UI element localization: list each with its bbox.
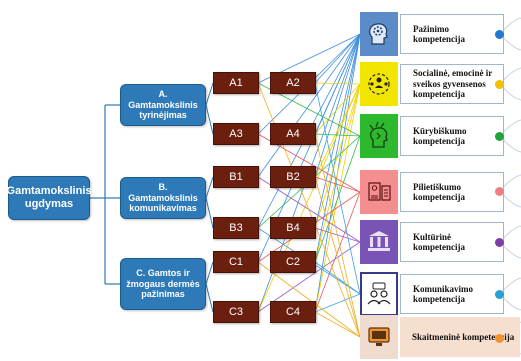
connector-dot — [495, 132, 504, 141]
category-node-b: B. Gamtamokslinis komunikavimas — [120, 177, 206, 219]
competency-row-creativity: Kūrybiškumo kompetencija — [360, 114, 505, 158]
subnode-c3-label: C3 — [228, 306, 244, 318]
root-node: Gamtamokslinis ugdymas — [6, 176, 92, 220]
tree-connector — [205, 82, 214, 106]
competency-link — [314, 82, 361, 295]
subnode-b1: B1 — [213, 166, 259, 188]
competency-link — [314, 83, 361, 263]
competency-label: Kūrybiškumo kompetencija — [413, 125, 467, 146]
subnode-c1: C1 — [213, 251, 259, 273]
subnode-c1-label: C1 — [228, 256, 244, 268]
competency-link — [314, 176, 361, 338]
subnode-a1-label: A1 — [229, 77, 243, 89]
tree-connector — [205, 176, 214, 199]
subnode-c2-label: C2 — [285, 256, 301, 268]
competency-link — [314, 261, 361, 295]
civic-documents-icon — [360, 170, 398, 214]
connector-dot — [495, 187, 504, 196]
subnode-a2: A2 — [270, 72, 316, 94]
subnode-c3: C3 — [213, 301, 259, 323]
competency-label-box: Pilietiškumo kompetencija — [400, 172, 504, 212]
competency-row-communication: Komunikavimo kompetencija — [360, 272, 505, 316]
subnode-b3: B3 — [213, 217, 259, 239]
tree-connector — [205, 283, 214, 313]
subnode-a4: A4 — [270, 123, 316, 145]
subnode-b4-label: B4 — [286, 222, 300, 234]
competency-link — [314, 133, 361, 338]
subnode-b2: B2 — [270, 166, 316, 188]
competency-link — [314, 33, 361, 263]
competency-row-cognitive: Pažinimo kompetencija — [360, 12, 505, 56]
category-node-c: C. Gamtos ir žmogaus dermės pažinimas — [120, 258, 206, 310]
competency-label-box: Komunikavimo kompetencija — [400, 274, 504, 314]
competency-link — [314, 83, 361, 178]
root-node-label: Gamtamokslinis ugdymas — [6, 184, 92, 210]
subnode-b3-label: B3 — [229, 222, 243, 234]
creative-head-icon — [360, 114, 398, 158]
subnode-b2-label: B2 — [286, 171, 300, 183]
subnode-b1-label: B1 — [229, 171, 243, 183]
communication-icon — [360, 272, 398, 316]
competency-label: Socialinė, emocinė ir sveikos gyvensenos… — [413, 68, 493, 100]
category-node-b-label: B. Gamtamokslinis komunikavimas — [128, 181, 198, 214]
tree-connector — [205, 261, 214, 285]
competency-label: Pažinimo kompetencija — [413, 23, 465, 44]
competency-link — [257, 241, 361, 313]
competency-row-citizenship: Pilietiškumo kompetencija — [360, 170, 505, 214]
category-node-a-label: A. Gamtamokslinis tyrinėjimas — [128, 88, 198, 121]
connector-dot — [495, 80, 504, 89]
competency-label-box: Socialinė, emocinė ir sveikos gyvensenos… — [400, 64, 504, 104]
competency-row-cultural: Kultūrinė kompetencija — [360, 220, 505, 264]
subnode-b4: B4 — [270, 217, 316, 239]
subnode-a1: A1 — [213, 72, 259, 94]
subnode-c4-label: C4 — [285, 306, 301, 318]
competency-link — [257, 83, 361, 313]
competency-link — [314, 133, 361, 137]
competency-link — [257, 261, 361, 338]
competency-link — [257, 82, 361, 338]
competency-label-box: Kūrybiškumo kompetencija — [400, 116, 504, 156]
connector-dot — [495, 30, 504, 39]
category-node-c-label: C. Gamtos ir žmogaus dermės pažinimas — [126, 267, 200, 300]
competency-label: Skaitmeninė kompetencija — [412, 331, 515, 342]
competency-label: Pilietiškumo kompetencija — [413, 181, 465, 202]
subnode-a3-label: A3 — [229, 128, 243, 140]
culture-icon — [360, 220, 398, 264]
tree-connector — [205, 104, 214, 135]
competency-link — [314, 311, 361, 338]
subnode-c2: C2 — [270, 251, 316, 273]
competency-link — [314, 33, 361, 84]
competency-label: Kultūrinė kompetencija — [413, 231, 465, 252]
competency-link — [314, 33, 361, 178]
head-gears-icon — [360, 12, 398, 56]
competency-link — [314, 82, 361, 85]
subnode-a3: A3 — [213, 123, 259, 145]
subnode-a4-label: A4 — [286, 128, 300, 140]
subnode-c4: C4 — [270, 301, 316, 323]
competency-link — [314, 83, 361, 135]
competency-link — [314, 191, 361, 313]
connector-dot — [495, 290, 504, 299]
competency-label: Komunikavimo kompetencija — [413, 283, 474, 304]
subnode-a2-label: A2 — [286, 77, 300, 89]
competency-link — [314, 135, 361, 263]
competency-row-social: Socialinė, emocinė ir sveikos gyvensenos… — [360, 62, 505, 106]
competency-label-box: Kultūrinė kompetencija — [400, 222, 504, 262]
competency-link — [314, 176, 361, 193]
category-node-a: A. Gamtamokslinis tyrinėjimas — [120, 84, 206, 126]
people-circle-icon — [360, 62, 398, 106]
computer-icon — [360, 315, 398, 359]
connector-dot — [495, 334, 504, 343]
competency-label-box: Pažinimo kompetencija — [400, 14, 504, 54]
connector-dot — [495, 238, 504, 247]
tree-connector — [205, 197, 214, 229]
competency-link — [257, 33, 361, 178]
